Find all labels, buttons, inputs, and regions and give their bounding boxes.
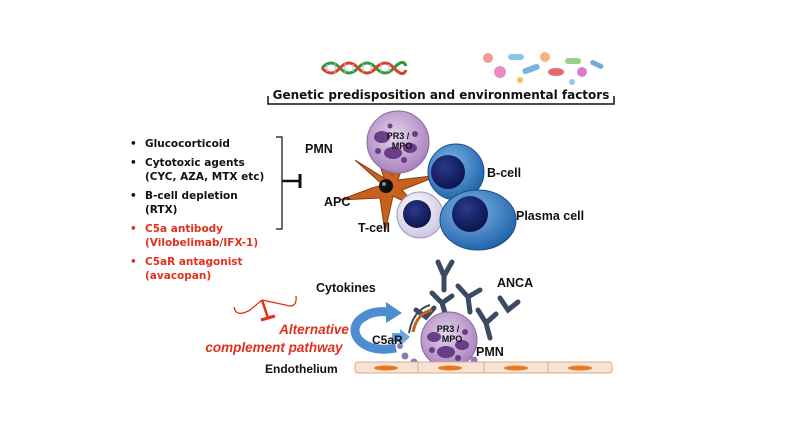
header-bracket	[267, 96, 615, 105]
treatment-line: (CYC, AZA, MTX etc)	[145, 171, 265, 183]
treatment-bracket	[276, 136, 283, 230]
treatment-line: (Vilobelimab/IFX-1)	[145, 237, 259, 249]
tcell-label: T-cell	[358, 221, 390, 235]
treatment-item: C5a antibody (Vilobelimab/IFX-1)	[128, 222, 264, 251]
treatment-line: B-cell depletion	[145, 189, 238, 202]
pathway-line1: Alternative	[278, 322, 349, 337]
microbes-icon	[483, 52, 604, 85]
antibody-1	[435, 259, 455, 293]
c5ar-label: C5aR	[372, 333, 403, 347]
activation-arrow	[350, 302, 402, 354]
b-cell	[427, 143, 485, 201]
pmn-lower-pr3-label: PR3 /	[437, 324, 460, 334]
anca-label: ANCA	[497, 276, 533, 290]
t-cell	[396, 191, 444, 239]
dna-icon	[320, 61, 408, 75]
header-title: Genetic predisposition and environmental…	[273, 88, 610, 102]
plasma-label: Plasma cell	[516, 209, 584, 223]
treatment-item: Cytotoxic agents (CYC, AZA, MTX etc)	[128, 156, 264, 185]
pmn-top-cell: PR3 / MPO	[366, 110, 430, 174]
treatment-line: (RTX)	[145, 204, 178, 216]
c5ar-receptor	[408, 304, 433, 334]
treatment-line: C5a antibody	[145, 222, 224, 235]
treatment-line: Cytotoxic agents	[145, 156, 245, 169]
c5ar-arrow	[392, 329, 410, 346]
pmn-lower-mpo-label: MPO	[442, 334, 463, 344]
plasma-cell	[439, 189, 517, 251]
endothelium-layer	[354, 361, 613, 374]
treatment-line: C5aR antagonist	[145, 255, 243, 268]
bcell-label: B-cell	[487, 166, 521, 180]
cytokines-label: Cytokines	[316, 281, 376, 295]
apc-label: APC	[324, 195, 350, 209]
endothelium-label: Endothelium	[265, 362, 338, 376]
anca-antibodies	[413, 259, 521, 341]
treatment-item: Glucocorticoid	[128, 137, 264, 152]
antibody-2	[455, 283, 483, 315]
inhibition-symbol	[282, 174, 302, 188]
pmn-top-label: PMN	[305, 142, 333, 156]
antibody-5	[497, 295, 521, 314]
treatment-line: (avacopan)	[145, 270, 212, 282]
pmn-lower-cell: PR3 / MPO	[420, 311, 478, 369]
treatment-item: C5aR antagonist (avacopan)	[128, 255, 264, 284]
antibody-4	[475, 307, 499, 341]
complement-inhibition	[233, 295, 297, 322]
pmn-lower-label: PMN	[476, 345, 504, 359]
treatment-line: Glucocorticoid	[145, 138, 230, 150]
treatment-list: GlucocorticoidCytotoxic agents (CYC, AZA,…	[128, 137, 264, 288]
pmn-top-pr3-label: PR3 /	[387, 131, 410, 141]
treatment-item: B-cell depletion (RTX)	[128, 189, 264, 218]
pathway-line2: complement pathway	[205, 340, 344, 355]
pmn-top-mpo-label: MPO	[392, 141, 413, 151]
